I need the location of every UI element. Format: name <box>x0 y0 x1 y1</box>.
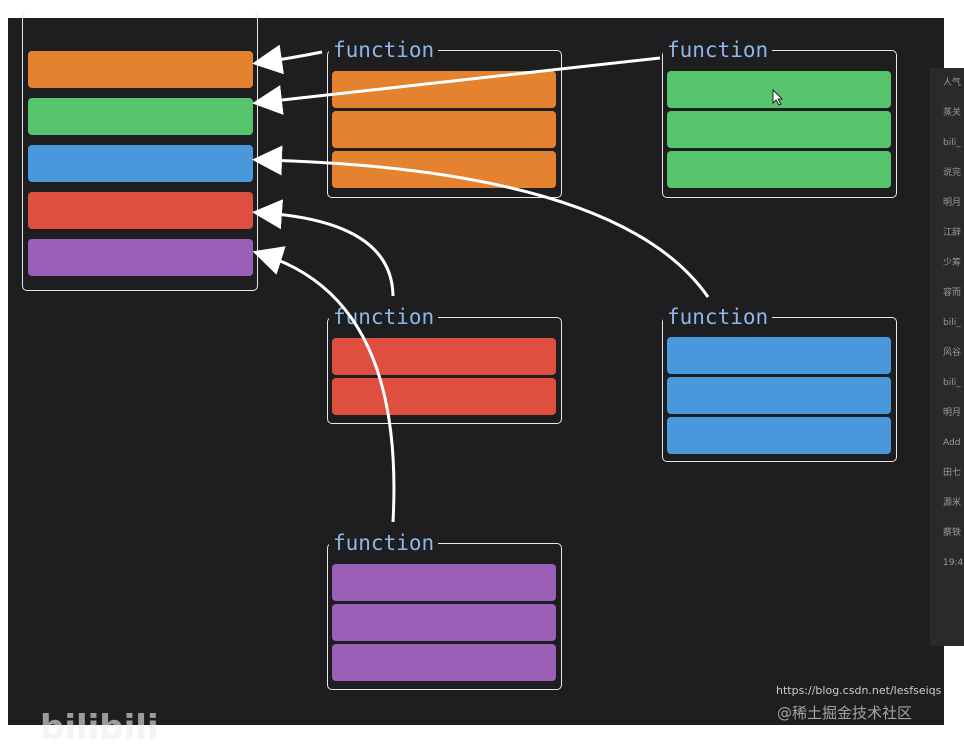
side-panel-item[interactable]: 蒸关 <box>943 108 962 118</box>
side-panel-item[interactable]: 风谷 <box>943 348 962 358</box>
function-bar <box>332 644 556 681</box>
mouse-cursor-icon <box>772 89 783 106</box>
side-panel-item[interactable]: Add <box>943 438 961 448</box>
function-label: function <box>329 306 439 328</box>
arrow-red <box>252 199 395 297</box>
arrow-purple <box>252 246 396 523</box>
side-panel-item[interactable]: bili_ <box>943 318 961 328</box>
function-bar <box>332 564 556 601</box>
watermark-site: @稀土掘金技术社区 <box>777 704 913 722</box>
side-panel-item[interactable]: 明月 <box>943 198 962 208</box>
side-panel-item[interactable]: bili_ <box>943 378 961 388</box>
function-bar <box>332 378 556 415</box>
side-panel-item[interactable]: 蔡铁 <box>943 528 962 538</box>
function-label: function <box>663 306 773 328</box>
stack-item-blue <box>28 145 253 182</box>
function-label: function <box>329 532 439 554</box>
side-panel-item[interactable]: bili_ <box>943 138 961 148</box>
side-panel-item[interactable]: 人气 <box>943 78 962 88</box>
function-box-orange <box>327 50 562 198</box>
function-bar <box>667 151 891 188</box>
function-box-blue <box>662 317 897 462</box>
function-bar <box>332 111 556 148</box>
function-bar <box>332 338 556 375</box>
side-panel-item[interactable]: 19:4 <box>943 558 964 568</box>
function-box-red <box>327 317 562 424</box>
function-box-green <box>662 50 897 198</box>
function-bar <box>332 151 556 188</box>
side-panel-item[interactable]: 江辞 <box>943 228 962 238</box>
stack-item-purple <box>28 239 253 276</box>
function-bar <box>332 604 556 641</box>
side-panel-item[interactable]: 少筹 <box>943 258 962 268</box>
stack-item-red <box>28 192 253 229</box>
function-bar <box>667 111 891 148</box>
side-panel-item[interactable]: 容而 <box>943 288 962 298</box>
function-bar <box>667 337 891 374</box>
stack-item-green <box>28 98 253 135</box>
side-panel-item[interactable]: 田七 <box>943 468 962 478</box>
function-label: function <box>329 39 439 61</box>
function-bar <box>667 377 891 414</box>
stack-item-orange <box>28 51 253 88</box>
function-bar <box>667 417 891 454</box>
arrow-orange <box>252 44 323 75</box>
side-panel-item[interactable]: 明月 <box>943 408 962 418</box>
side-panel-item[interactable]: 源米 <box>943 498 962 508</box>
bilibili-logo: bilibili <box>40 708 159 748</box>
function-box-purple <box>327 543 562 690</box>
arrow-green <box>252 56 661 115</box>
arrow-blue <box>252 145 710 298</box>
watermark-url: https://blog.csdn.net/lesfseiqs <box>776 684 942 697</box>
side-panel-item[interactable]: 说完 <box>943 168 962 178</box>
function-label: function <box>663 39 773 61</box>
